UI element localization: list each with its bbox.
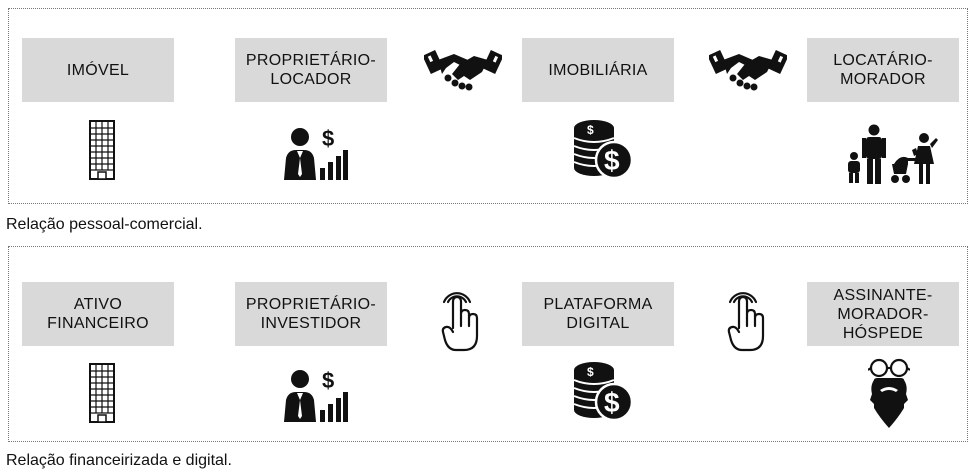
svg-text:$: $ xyxy=(587,365,594,379)
coins-icon: $ $ xyxy=(570,362,634,422)
handshake-icon xyxy=(709,46,787,92)
box-label: PROPRIETÁRIO- xyxy=(245,52,377,69)
box-assinante-morador-hospede: ASSINANTE-MORADOR-HÓSPEDE xyxy=(807,282,959,346)
box-label: LOCADOR xyxy=(270,71,352,88)
box-label: PLATAFORMA xyxy=(543,296,653,313)
box-label: IMÓVEL xyxy=(66,61,130,79)
box-imobiliaria: IMOBILIÁRIA xyxy=(522,38,674,102)
coins-icon: $ $ xyxy=(570,120,634,180)
caption-financialized-digital: Relação financeirizada e digital. xyxy=(6,452,232,469)
svg-text:$: $ xyxy=(604,145,620,176)
svg-text:$: $ xyxy=(322,126,334,151)
box-imovel: IMÓVEL xyxy=(22,38,174,102)
box-label: ATIVO xyxy=(73,296,123,313)
svg-text:$: $ xyxy=(604,387,620,418)
box-label: PROPRIETÁRIO- xyxy=(245,296,377,313)
svg-text:$: $ xyxy=(587,123,594,137)
box-label: HÓSPEDE xyxy=(842,324,924,342)
box-label: DIGITAL xyxy=(566,315,630,332)
box-proprietario-locador: PROPRIETÁRIO- LOCADOR xyxy=(235,38,387,102)
box-label: INVESTIDOR xyxy=(260,315,362,332)
box-locatario-morador: LOCATÁRIO- MORADOR xyxy=(807,38,959,102)
building-icon xyxy=(89,363,115,423)
investor-icon: $ xyxy=(284,124,348,180)
box-label: ASSINANTE- xyxy=(833,286,933,304)
panel-financialized-digital xyxy=(8,246,968,442)
hipster-icon xyxy=(868,358,910,430)
svg-text:$: $ xyxy=(322,368,334,393)
investor-icon: $ xyxy=(284,366,348,422)
tap-icon xyxy=(440,288,480,352)
building-icon xyxy=(89,120,115,180)
box-label: IMOBILIÁRIA xyxy=(548,61,648,79)
box-plataforma-digital: PLATAFORMA DIGITAL xyxy=(522,282,674,346)
box-proprietario-investidor: PROPRIETÁRIO- INVESTIDOR xyxy=(235,282,387,346)
box-ativo-financeiro: ATIVO FINANCEIRO xyxy=(22,282,174,346)
panel-personal-commercial xyxy=(8,8,968,204)
box-label: MORADOR- xyxy=(837,305,929,323)
caption-personal-commercial: Relação pessoal-comercial. xyxy=(6,216,203,233)
handshake-icon xyxy=(424,46,502,92)
tap-icon xyxy=(726,288,766,352)
family-icon xyxy=(842,124,938,184)
box-label: LOCATÁRIO- xyxy=(833,52,933,69)
box-label: MORADOR xyxy=(840,71,926,88)
box-label: FINANCEIRO xyxy=(47,315,149,332)
